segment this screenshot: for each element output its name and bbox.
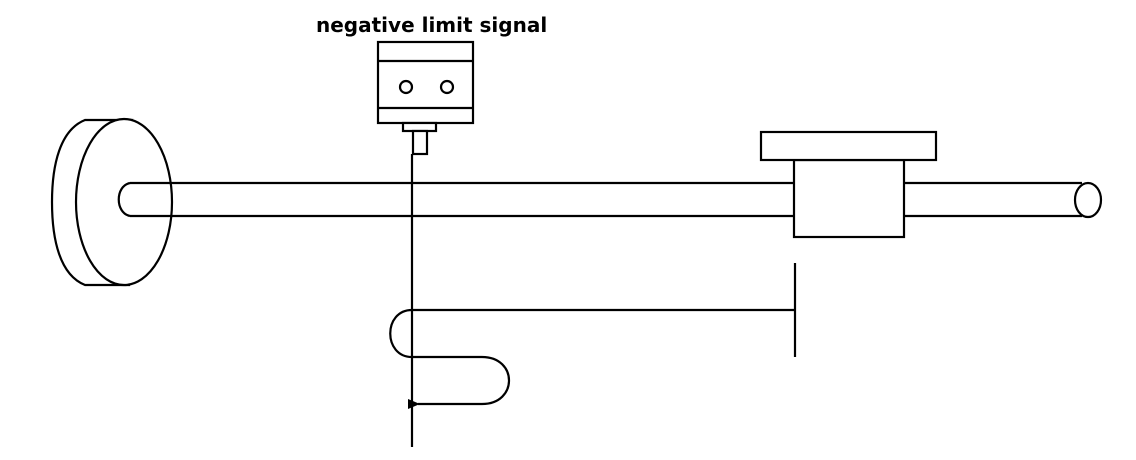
motion-path: [389, 308, 795, 409]
lead-screw: [117, 181, 1103, 219]
limit-sensor: [376, 40, 475, 156]
sensor-indicator-icon: [439, 79, 455, 95]
motor-disc: [50, 117, 174, 287]
sensor-label: negative limit signal: [316, 13, 547, 37]
slider-carriage: [759, 130, 938, 239]
sensor-indicator-icon: [398, 79, 414, 95]
